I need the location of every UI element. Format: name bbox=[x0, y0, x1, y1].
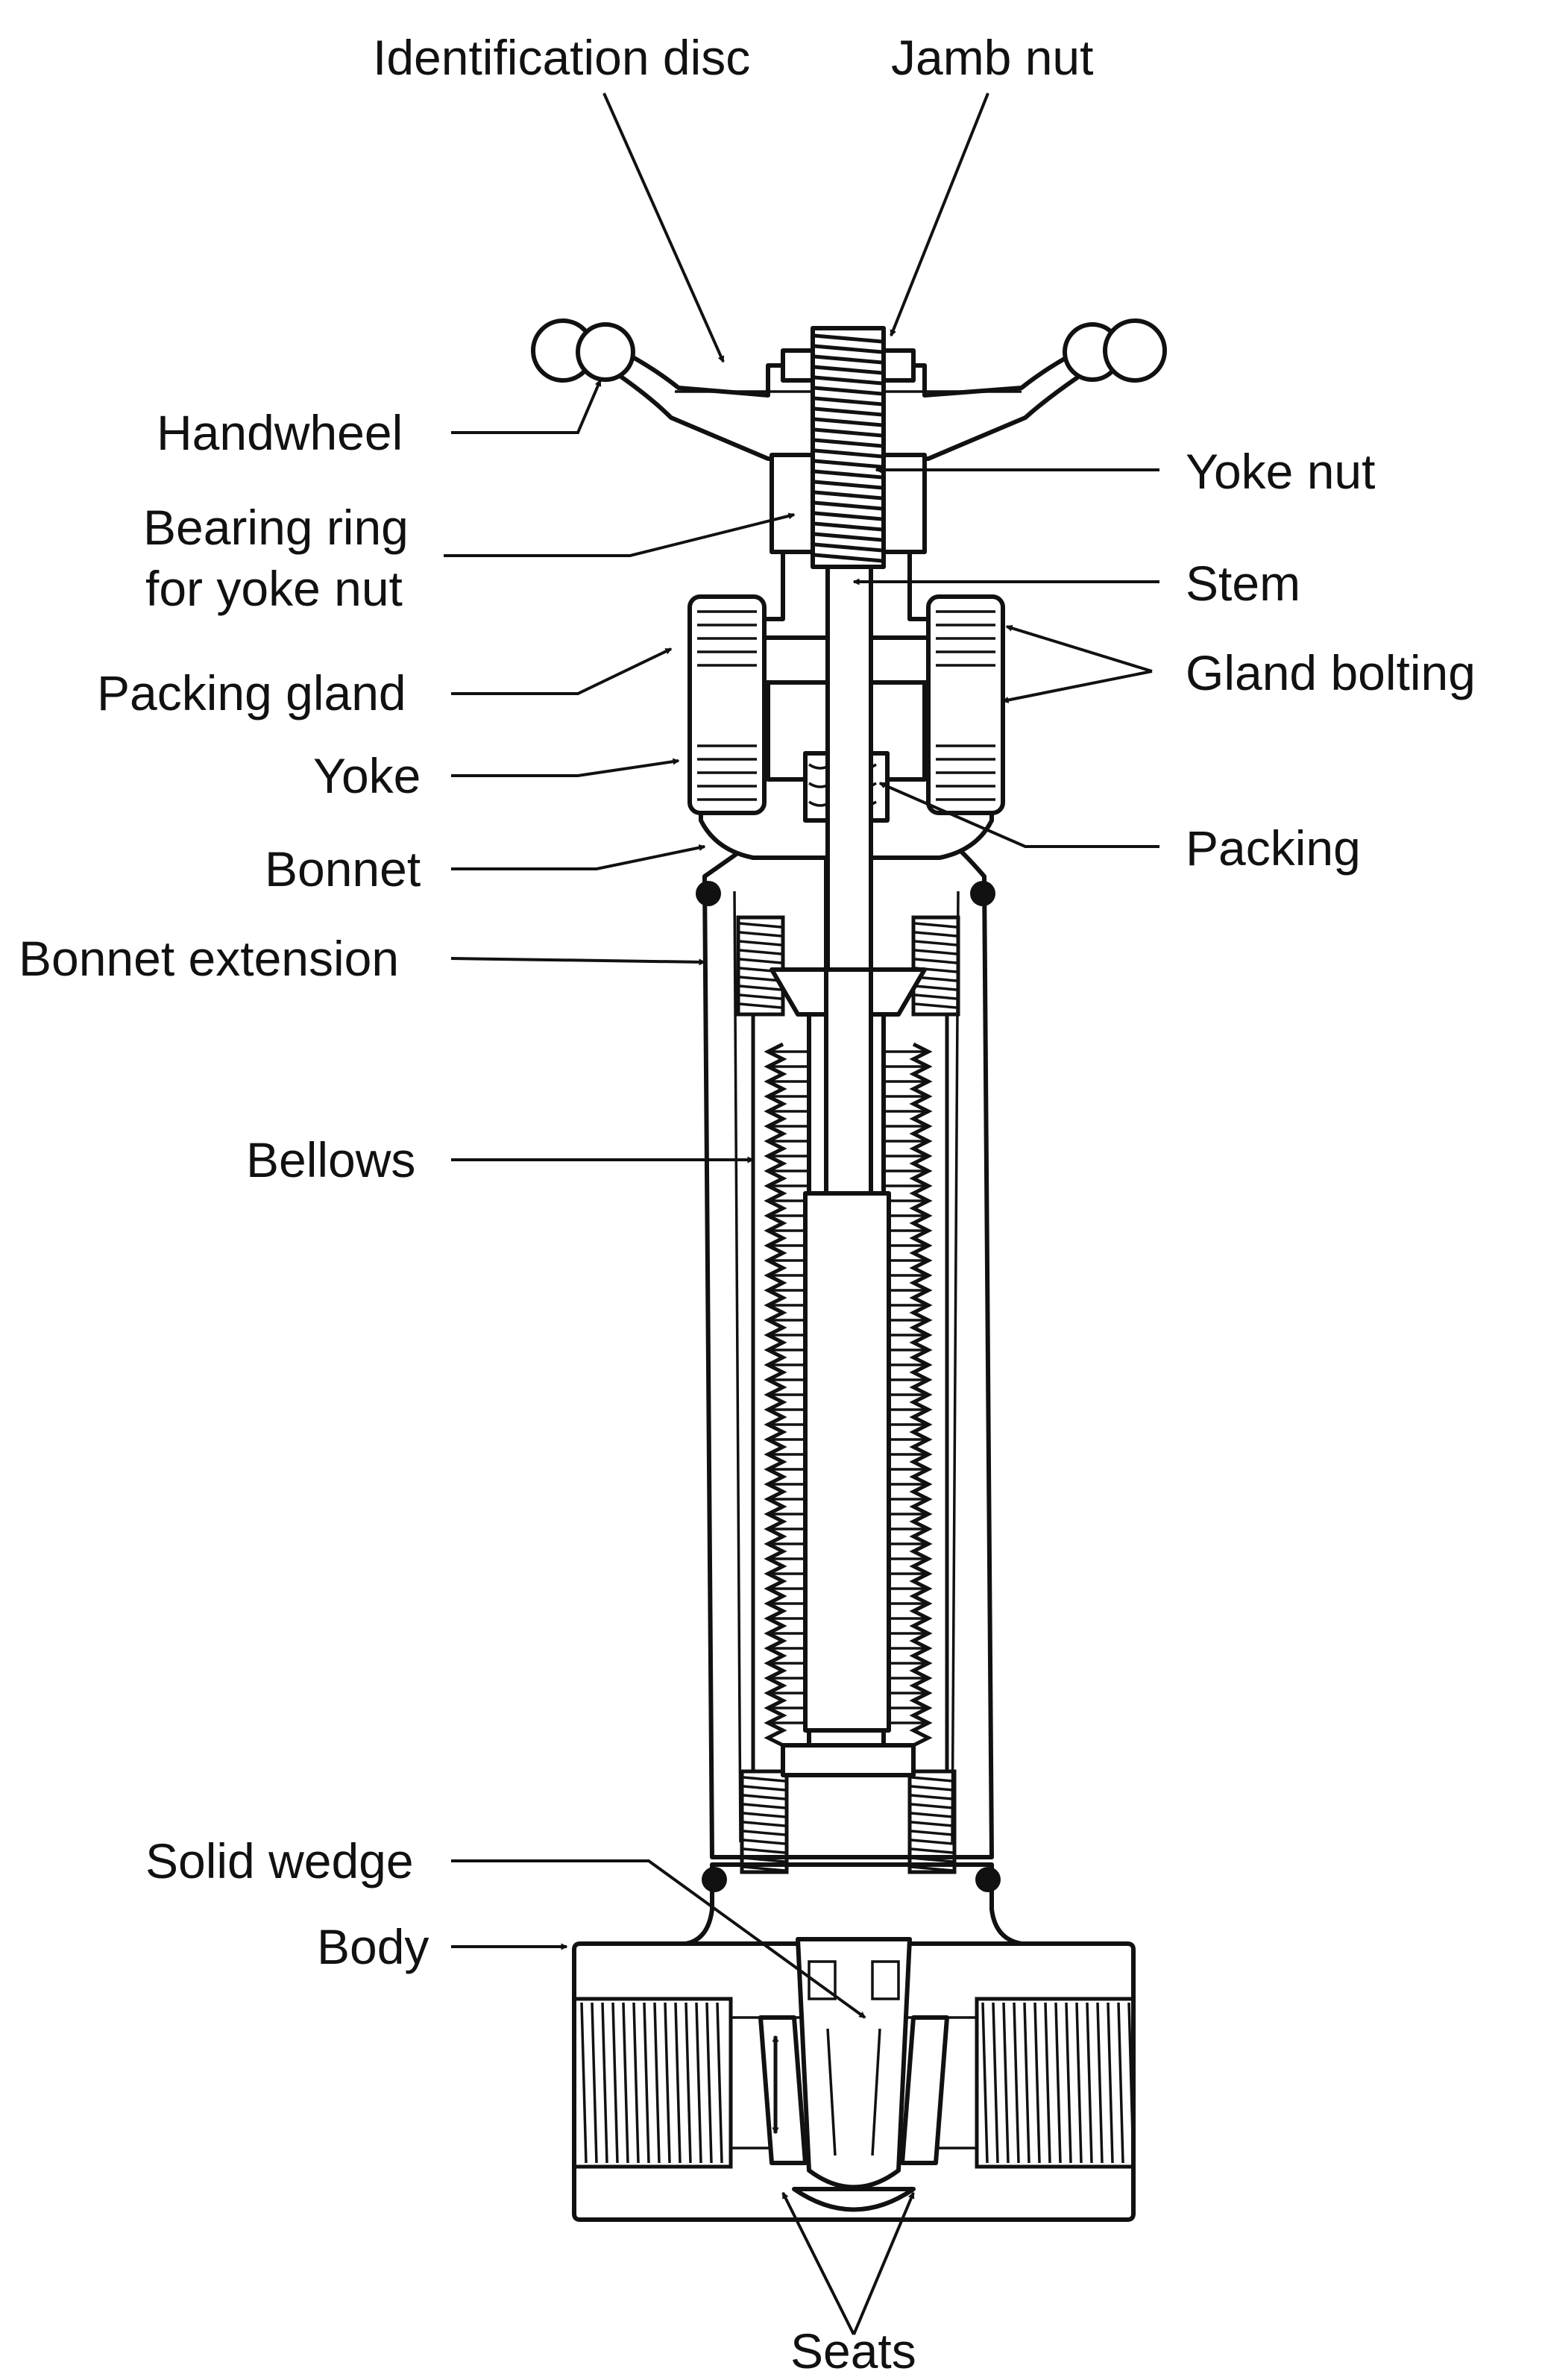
stem-threads bbox=[814, 333, 883, 563]
left-seat bbox=[758, 2015, 808, 2165]
label-stem: Stem bbox=[1186, 556, 1300, 611]
label-seats: Seats bbox=[790, 2323, 916, 2379]
right-port-threads bbox=[981, 2002, 1135, 2164]
label-bearing-ring-line1: Bearing ring bbox=[143, 500, 409, 555]
bellows bbox=[764, 1042, 933, 1748]
label-handwheel: Handwheel bbox=[157, 405, 403, 460]
labels: Identification disc Jamb nut Handwheel Y… bbox=[19, 30, 1476, 2379]
label-yoke-nut: Yoke nut bbox=[1186, 444, 1375, 499]
stem-lower bbox=[803, 1191, 891, 1733]
gland-bolt-right bbox=[926, 594, 1005, 815]
valve-drawing bbox=[531, 318, 1167, 2222]
label-bearing-ring-line2: for yoke nut bbox=[145, 561, 403, 616]
label-body: Body bbox=[317, 1919, 429, 1974]
left-port-threads bbox=[580, 2002, 723, 2164]
label-packing: Packing bbox=[1186, 820, 1361, 876]
label-solid-wedge: Solid wedge bbox=[145, 1833, 414, 1888]
label-gland-bolting: Gland bolting bbox=[1186, 645, 1476, 700]
label-packing-gland: Packing gland bbox=[97, 665, 406, 720]
right-seat bbox=[900, 2015, 949, 2165]
solid-wedge bbox=[796, 1937, 912, 2190]
label-bellows: Bellows bbox=[246, 1132, 415, 1187]
label-jamb-nut: Jamb nut bbox=[891, 30, 1093, 85]
label-identification-disc: Identification disc bbox=[373, 30, 750, 85]
gland-bolt-left bbox=[687, 594, 767, 815]
lower-bonnet-threads bbox=[743, 1776, 954, 1872]
valve-body bbox=[572, 1862, 1136, 2222]
handwheel bbox=[531, 318, 1167, 569]
label-yoke: Yoke bbox=[313, 748, 421, 803]
label-bonnet: Bonnet bbox=[265, 841, 421, 897]
bonnet-threads bbox=[739, 922, 957, 1009]
label-bonnet-extension: Bonnet extension bbox=[19, 931, 399, 986]
leader-lines bbox=[444, 92, 1159, 2335]
